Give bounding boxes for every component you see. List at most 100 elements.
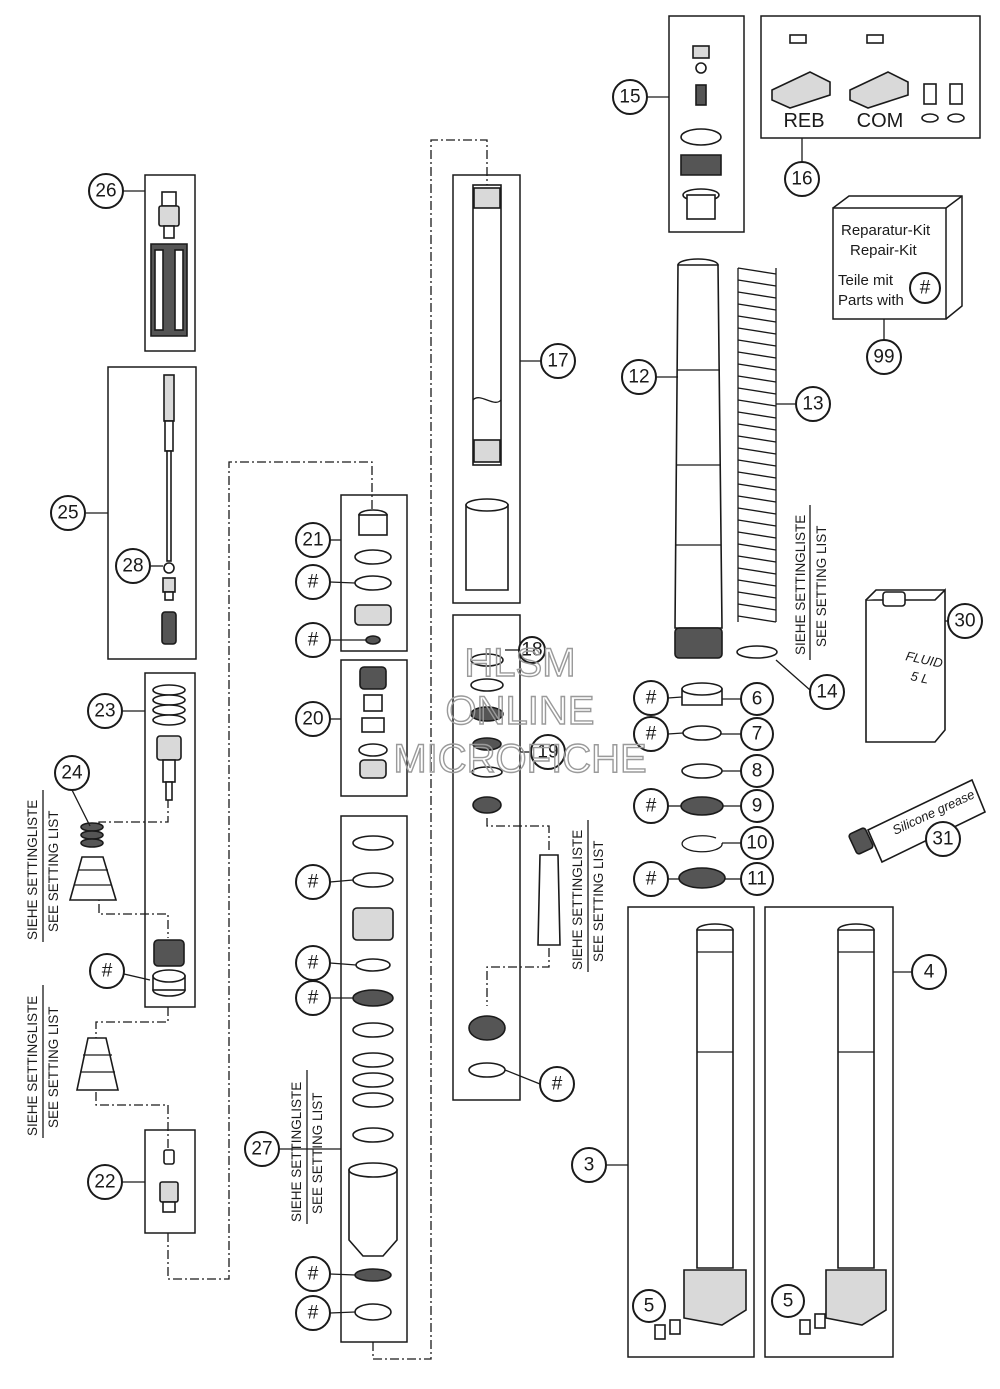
svg-text:SIEHE SETTINGLISTE: SIEHE SETTINGLISTE xyxy=(570,830,585,970)
svg-text:16: 16 xyxy=(791,169,812,190)
callout-20[interactable]: 20 xyxy=(295,701,331,737)
svg-text:ONLINE: ONLINE xyxy=(446,689,595,733)
svg-text:21: 21 xyxy=(302,530,323,551)
svg-text:HLSM: HLSM xyxy=(464,641,575,685)
shim-stack-drawing xyxy=(76,1037,120,1091)
hash-callout-23[interactable]: # xyxy=(89,953,125,989)
svg-text:26: 26 xyxy=(95,181,116,202)
callout-28[interactable]: 28 xyxy=(115,548,151,584)
callout-7[interactable]: 7 xyxy=(740,717,774,751)
callout-25[interactable]: 25 xyxy=(50,495,86,531)
dash-line-22-to-21 xyxy=(167,461,373,1280)
svg-text:9: 9 xyxy=(752,796,763,817)
part-18-19-drawing xyxy=(468,653,561,1078)
svg-text:7: 7 xyxy=(752,724,763,745)
callout-12[interactable]: 12 xyxy=(621,359,657,395)
hash-callout-27d[interactable]: # xyxy=(295,1256,331,1292)
callout-4[interactable]: 4 xyxy=(911,954,947,990)
com-label: COM xyxy=(857,110,904,132)
callout-5-right[interactable]: 5 xyxy=(771,1284,805,1318)
hash-callout-27b[interactable]: # xyxy=(295,945,331,981)
hash-callout-21b[interactable]: # xyxy=(295,622,331,658)
svg-text:#: # xyxy=(102,961,113,982)
callout-24[interactable]: 24 xyxy=(54,755,90,791)
callout-17[interactable]: 17 xyxy=(540,343,576,379)
hash-callout-19[interactable]: # xyxy=(539,1066,575,1102)
svg-text:SIEHE SETTINGLISTE: SIEHE SETTINGLISTE xyxy=(25,800,40,940)
callout-99[interactable]: 99 xyxy=(866,339,902,375)
hash-callout-11[interactable]: # xyxy=(633,861,669,897)
callout-16[interactable]: 16 xyxy=(784,161,820,197)
part-27-drawing xyxy=(348,835,398,1321)
svg-text:22: 22 xyxy=(94,1172,115,1193)
callout-6[interactable]: 6 xyxy=(740,682,774,716)
dash-line-23-to-22 xyxy=(95,1007,169,1038)
svg-text:27: 27 xyxy=(251,1139,272,1160)
part-26-drawing xyxy=(150,191,188,337)
callout-30[interactable]: 30 xyxy=(947,603,983,639)
leader-lines xyxy=(71,96,948,1314)
hash-callout-7[interactable]: # xyxy=(633,716,669,752)
frame-part-3 xyxy=(627,906,755,1358)
svg-text:#: # xyxy=(646,796,657,817)
frame-part-99 xyxy=(832,207,947,320)
callout-19[interactable]: 19 xyxy=(530,734,566,770)
setting-note-24: SIEHE SETTINGLISTE SEE SETTING LIST xyxy=(25,800,61,940)
callout-14[interactable]: 14 xyxy=(809,674,845,710)
hash-callout-21a[interactable]: # xyxy=(295,564,331,600)
repair-kit-line-2: Repair-Kit xyxy=(850,242,918,259)
callout-15[interactable]: 15 xyxy=(612,79,648,115)
hash-callout-27a[interactable]: # xyxy=(295,864,331,900)
part-4-drawing xyxy=(799,923,887,1335)
callout-18[interactable]: 18 xyxy=(518,636,546,664)
callout-5-left[interactable]: 5 xyxy=(632,1289,666,1323)
svg-text:#: # xyxy=(308,572,319,593)
svg-text:6: 6 xyxy=(752,689,763,710)
svg-text:14: 14 xyxy=(816,682,838,703)
dash-line-27-to-17 xyxy=(372,139,488,1360)
frame-part-15 xyxy=(668,15,745,233)
callout-11[interactable]: 11 xyxy=(740,862,774,896)
callout-13[interactable]: 13 xyxy=(795,386,831,422)
setting-note-13: SIEHE SETTINGLISTE SEE SETTING LIST xyxy=(793,515,829,655)
hash-callout-27c[interactable]: # xyxy=(295,980,331,1016)
svg-text:5: 5 xyxy=(644,1296,655,1317)
svg-text:31: 31 xyxy=(932,829,953,850)
frame-part-18-19 xyxy=(452,614,521,1101)
part-20-drawing xyxy=(358,666,388,779)
dash-line-23-inner xyxy=(98,765,169,833)
callout-27[interactable]: 27 xyxy=(244,1131,280,1167)
part-3-drawing xyxy=(654,923,747,1340)
svg-text:23: 23 xyxy=(94,701,115,722)
callout-9[interactable]: 9 xyxy=(740,789,774,823)
hash-callout-27e[interactable]: # xyxy=(295,1295,331,1331)
frame-part-26 xyxy=(144,174,196,352)
callout-8[interactable]: 8 xyxy=(740,754,774,788)
callout-21[interactable]: 21 xyxy=(295,522,331,558)
hash-callout-9[interactable]: # xyxy=(633,788,669,824)
callout-31[interactable]: 31 xyxy=(925,821,961,857)
part-23-drawing xyxy=(152,684,186,997)
callout-26[interactable]: 26 xyxy=(88,173,124,209)
part-17-drawing xyxy=(465,184,509,591)
svg-text:#: # xyxy=(308,953,319,974)
setting-note-27: SIEHE SETTINGLISTE SEE SETTING LIST xyxy=(289,1082,325,1222)
callout-3[interactable]: 3 xyxy=(571,1147,607,1183)
callout-22[interactable]: 22 xyxy=(87,1164,123,1200)
dash-line-22-up xyxy=(95,1092,169,1150)
hash-callout-6[interactable]: # xyxy=(633,680,669,716)
part-16-drawing xyxy=(771,34,965,123)
svg-text:18: 18 xyxy=(521,640,542,661)
svg-text:#: # xyxy=(646,688,657,709)
svg-text:SEE SETTING LIST: SEE SETTING LIST xyxy=(591,840,606,962)
svg-text:#: # xyxy=(308,1303,319,1324)
fluid-label-2: 5 L xyxy=(909,668,930,686)
part-25-drawing xyxy=(161,374,177,645)
callout-10[interactable]: 10 xyxy=(740,826,774,860)
svg-text:11: 11 xyxy=(747,869,767,890)
svg-text:20: 20 xyxy=(302,709,323,730)
rings-6-11-drawing xyxy=(678,682,726,889)
callouts: 26 25 28 23 24 22 21 20 27 17 18 19 15 1… xyxy=(50,79,983,1323)
callout-23[interactable]: 23 xyxy=(87,693,123,729)
